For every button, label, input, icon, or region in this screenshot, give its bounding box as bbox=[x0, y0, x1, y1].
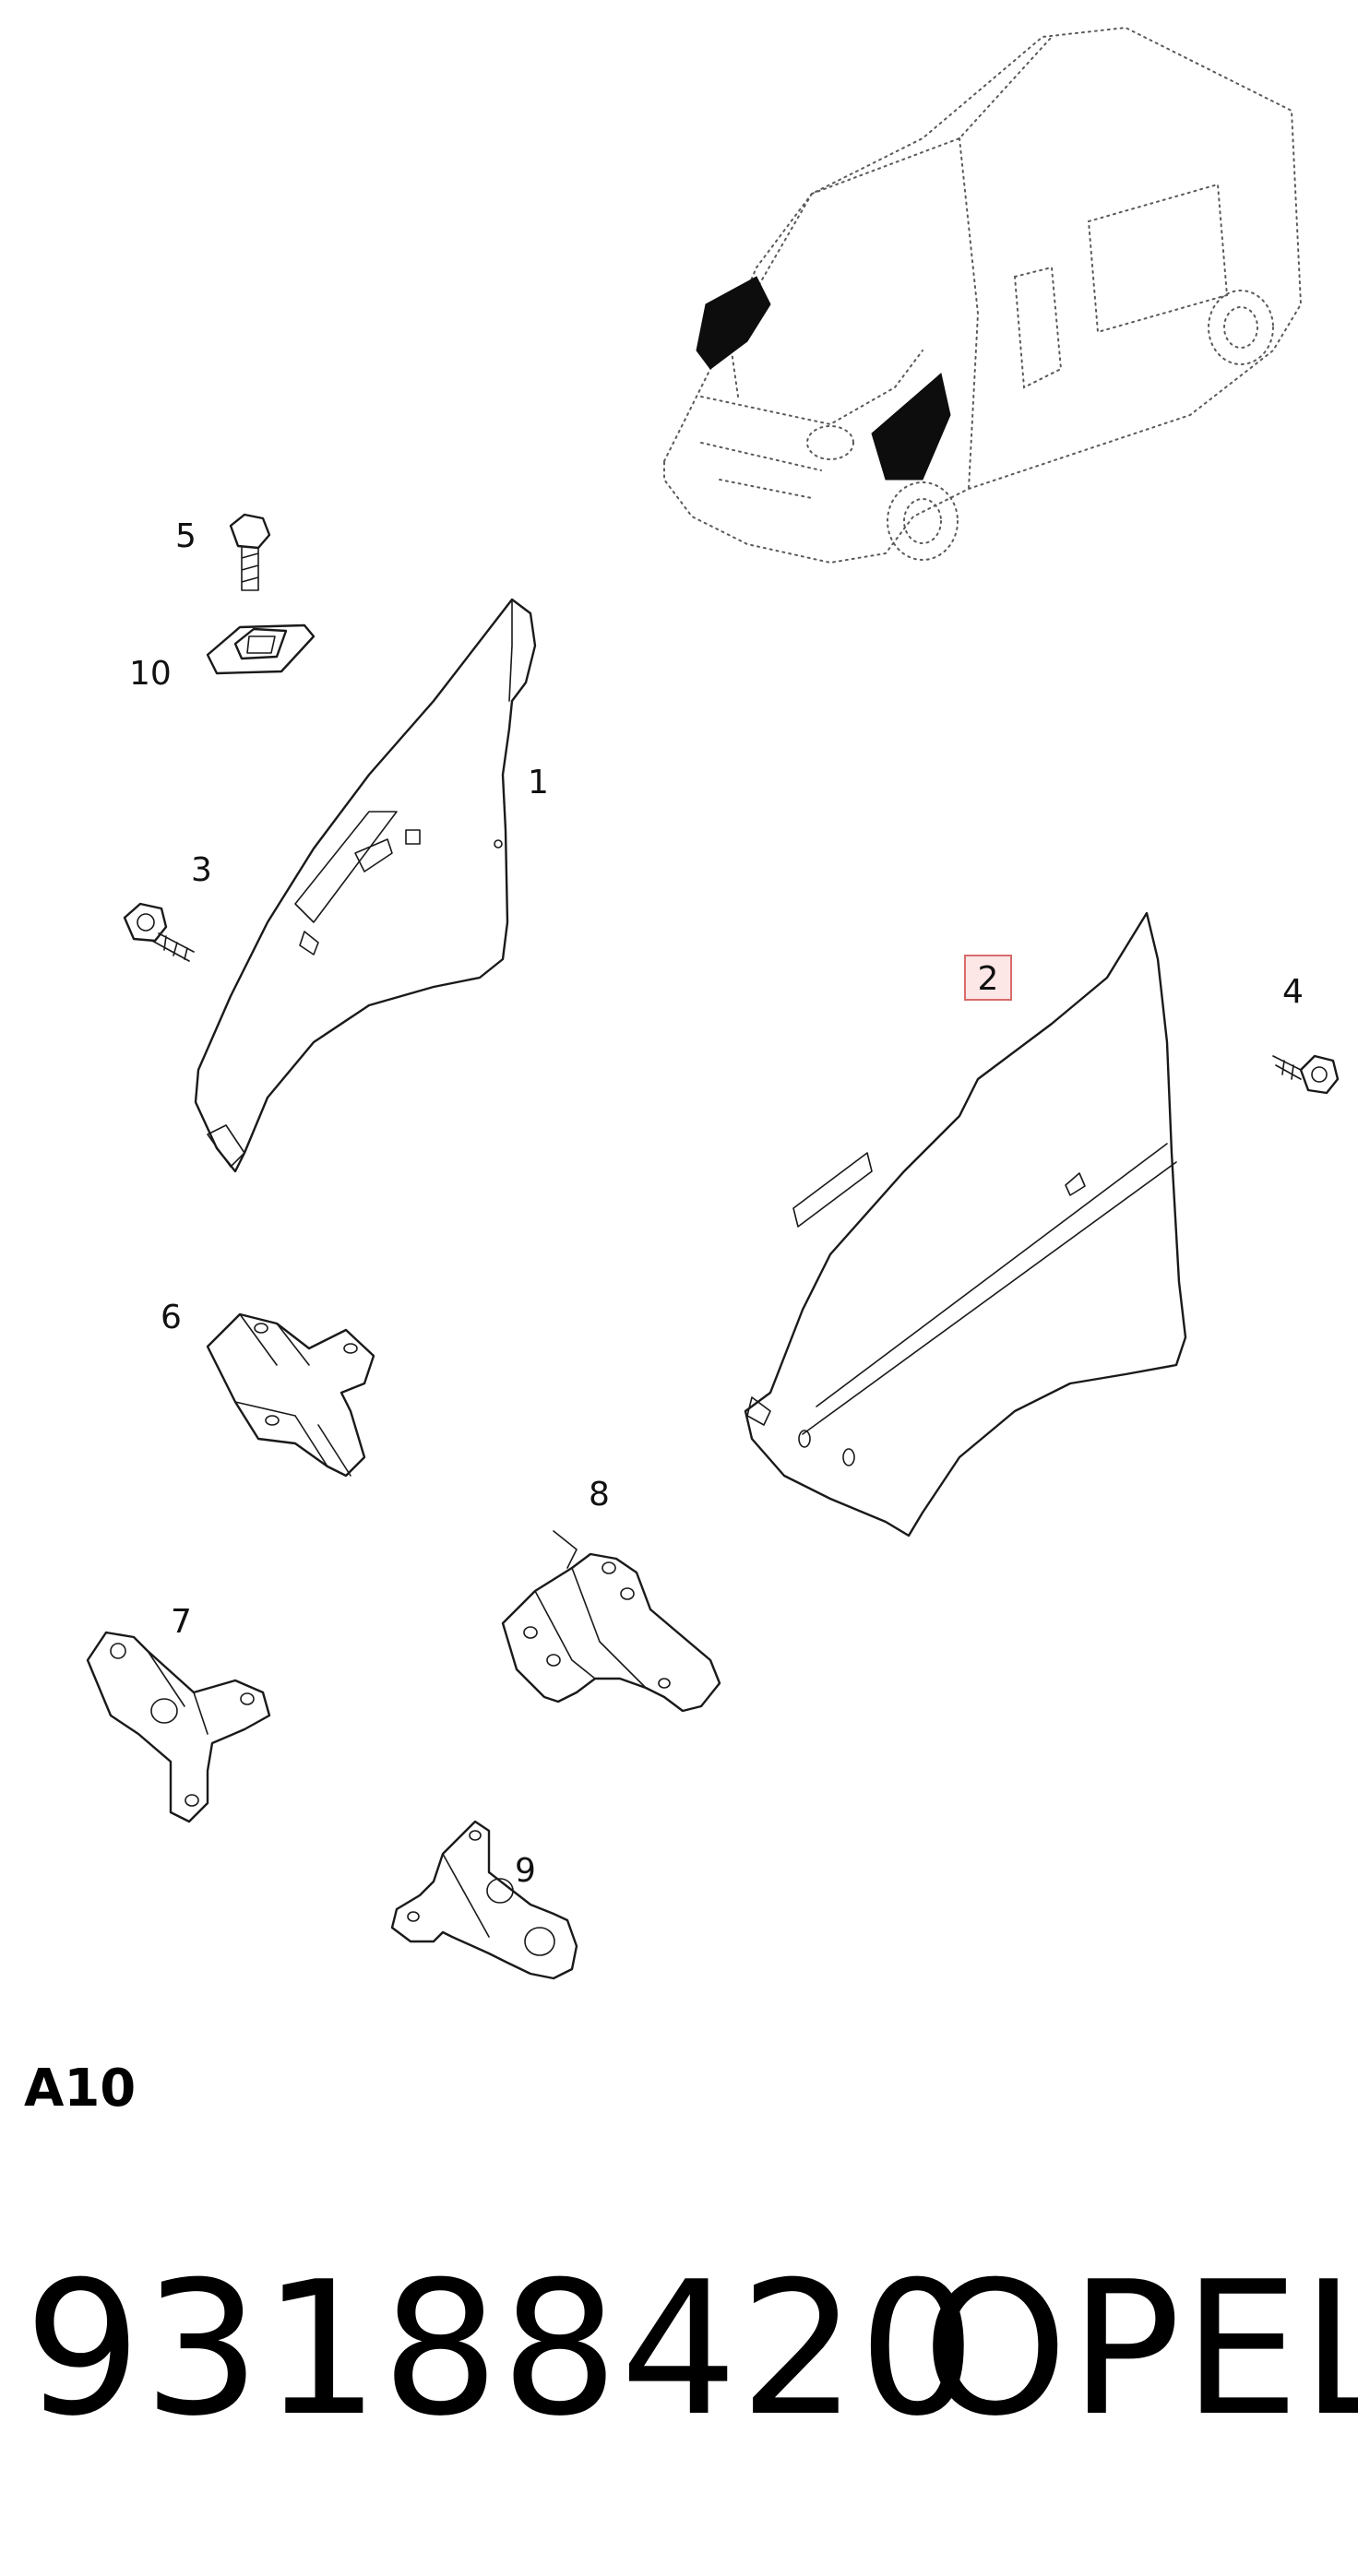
part-number: 93188420 bbox=[24, 2242, 978, 2457]
callout-3: 3 bbox=[191, 851, 212, 889]
part-2-front-fender bbox=[744, 911, 1187, 1537]
section-code: A10 bbox=[24, 2059, 137, 2119]
brand-name: OPEL bbox=[923, 2242, 1358, 2457]
part-10-clip bbox=[206, 623, 316, 675]
callout-5: 5 bbox=[175, 517, 197, 555]
callout-6: 6 bbox=[161, 1299, 182, 1336]
part-8-bracket bbox=[501, 1530, 721, 1713]
part-1-fender-inner bbox=[194, 598, 537, 1173]
callout-9: 9 bbox=[515, 1852, 536, 1890]
part-4-screw bbox=[1272, 1054, 1340, 1095]
part-7-bracket bbox=[86, 1631, 271, 1823]
callout-8: 8 bbox=[589, 1476, 610, 1514]
callout-2: 2 bbox=[978, 960, 999, 998]
callout-10: 10 bbox=[129, 655, 172, 693]
part-6-bracket bbox=[206, 1312, 375, 1478]
van-overview bbox=[663, 26, 1303, 564]
callout-1: 1 bbox=[528, 764, 549, 801]
callout-7: 7 bbox=[171, 1603, 192, 1641]
part-3-screw bbox=[123, 902, 195, 962]
part-5-bolt bbox=[229, 513, 271, 591]
callout-4: 4 bbox=[1282, 973, 1304, 1011]
part-9-bracket bbox=[390, 1820, 578, 1980]
callout-2-highlight bbox=[964, 955, 1012, 1001]
